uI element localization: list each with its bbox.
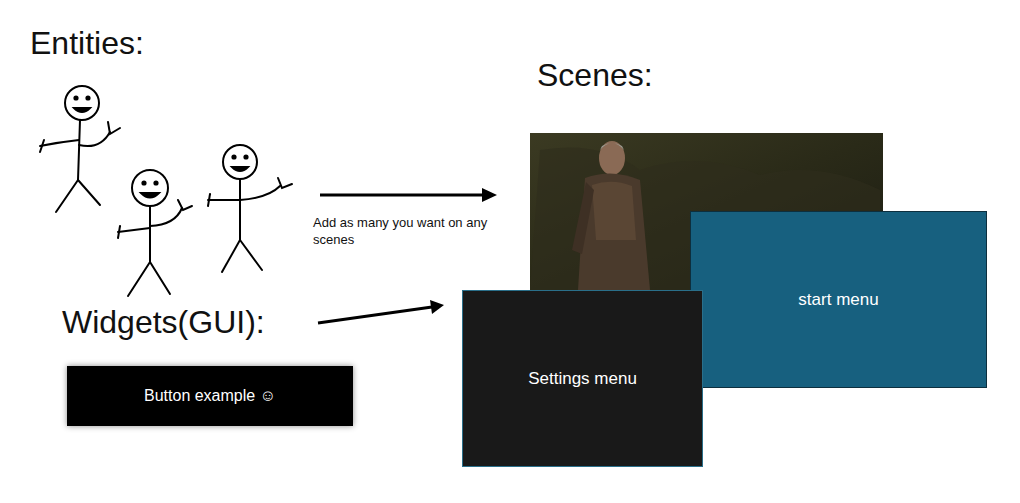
stick-figure — [208, 145, 292, 272]
node-text: Button example ☺ — [144, 387, 276, 405]
scene-panel: start menu — [690, 211, 987, 388]
section-heading: Entities: — [30, 24, 144, 62]
node-text: start menu — [798, 290, 878, 310]
arrow — [318, 300, 444, 323]
arrow-note: Add as many you want on any scenes — [313, 214, 513, 248]
arrow — [320, 188, 497, 202]
section-heading: Scenes: — [537, 56, 653, 94]
scene-panel: Settings menu — [462, 290, 703, 467]
button-widget: Button example ☺ — [67, 366, 353, 426]
node-text: Settings menu — [528, 369, 637, 389]
section-heading: Widgets(GUI): — [62, 303, 265, 341]
stick-figure — [118, 170, 192, 296]
stick-figure — [40, 86, 120, 212]
